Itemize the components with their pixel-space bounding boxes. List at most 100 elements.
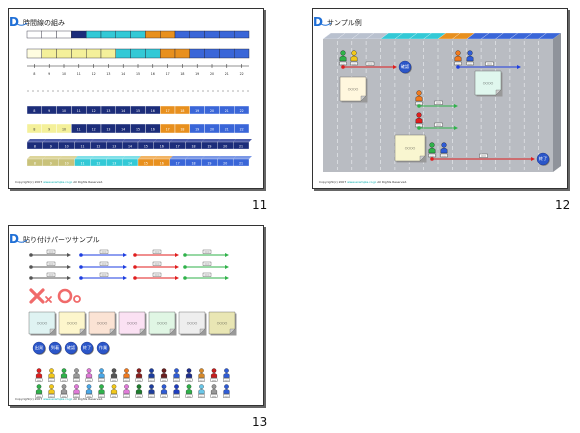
arrow-tag bbox=[46, 249, 56, 254]
name-tag bbox=[440, 153, 448, 158]
person-icon: ○○○ bbox=[339, 50, 347, 65]
name-tag-label: ○○○ bbox=[162, 380, 167, 382]
name-tag-label: ○○○ bbox=[468, 62, 473, 65]
person-body bbox=[85, 389, 93, 394]
person-body bbox=[466, 55, 474, 62]
name-tag-label: ○○○ bbox=[112, 380, 117, 382]
slide-title: サンプル例 bbox=[327, 19, 362, 27]
segment bbox=[115, 30, 131, 39]
name-tag-label: ○○○ bbox=[149, 396, 154, 398]
note-fold bbox=[79, 328, 86, 335]
arrow-dot bbox=[341, 65, 345, 69]
segment-top bbox=[42, 156, 62, 159]
segment bbox=[100, 48, 117, 59]
person-icon: ○○○ bbox=[466, 50, 474, 66]
name-tag bbox=[198, 394, 205, 398]
person-icon: ○○○ bbox=[185, 384, 193, 398]
person-icon: ○○○ bbox=[454, 50, 462, 65]
person-body bbox=[148, 373, 155, 378]
segment-label: 18 bbox=[180, 109, 184, 113]
person-body bbox=[73, 373, 80, 378]
person-body bbox=[48, 373, 55, 378]
segment bbox=[85, 30, 102, 39]
name-tag bbox=[48, 394, 55, 398]
name-tag bbox=[85, 378, 93, 382]
segment-top bbox=[27, 139, 46, 142]
person-icon: ○○○ bbox=[98, 384, 105, 398]
segment-label: 16 bbox=[151, 109, 155, 113]
person-body bbox=[160, 389, 168, 394]
segment-top bbox=[122, 139, 141, 142]
segment-label: 8 bbox=[34, 145, 36, 149]
segment-top bbox=[27, 156, 46, 159]
person-icon: ○○○ bbox=[185, 368, 193, 382]
badge-label: 到着 bbox=[51, 344, 59, 351]
person-icon: ○○○ bbox=[48, 384, 55, 398]
arrow-tag-label: ○○○ bbox=[102, 251, 107, 254]
person-head bbox=[36, 384, 42, 389]
name-tag bbox=[35, 378, 43, 382]
person-body bbox=[454, 55, 462, 62]
name-tag-label: ○○○ bbox=[212, 380, 217, 382]
segment bbox=[71, 48, 87, 59]
segment-label: 17 bbox=[166, 128, 170, 132]
name-tag-label: ○○○ bbox=[62, 396, 67, 398]
person-head bbox=[36, 368, 42, 373]
segment-label: 15 bbox=[136, 128, 140, 132]
segment-top bbox=[169, 139, 189, 142]
segment-top bbox=[153, 139, 173, 142]
person-icon: ○○○ bbox=[148, 368, 155, 382]
arrow-head bbox=[225, 265, 229, 269]
slide-12[interactable]: サンプル例 D ○○○○○○○○○確認○○○○○○○○○○○○○○○○○○○○○… bbox=[312, 8, 568, 189]
person-head bbox=[161, 384, 167, 389]
segment bbox=[130, 48, 146, 59]
person-head bbox=[61, 384, 67, 389]
arrow-head bbox=[454, 104, 458, 108]
segment-label: 13 bbox=[106, 109, 110, 113]
arrow-head bbox=[67, 253, 71, 257]
arrow-head bbox=[531, 157, 535, 161]
slide-13[interactable]: 貼り付けパーツサンプル D ○○○○○○○○○○○○○○○○○○○○○○○○○○… bbox=[8, 225, 264, 406]
name-tag-label: ○○○ bbox=[74, 380, 79, 382]
name-tag bbox=[198, 378, 205, 382]
segment-label: 17 bbox=[176, 162, 180, 166]
person-icon: ○○○ bbox=[135, 384, 143, 398]
person-head bbox=[211, 368, 217, 373]
person-body bbox=[60, 373, 68, 378]
person-body bbox=[198, 373, 205, 378]
segment bbox=[145, 48, 161, 59]
segment-top bbox=[90, 156, 110, 159]
arrow-tag-label: ○○○ bbox=[205, 274, 210, 277]
person-icon: ○○○ bbox=[85, 384, 93, 398]
name-tag bbox=[173, 394, 180, 398]
person-icon: ○○○ bbox=[35, 384, 43, 398]
person-icon: ○○○ bbox=[160, 384, 168, 398]
name-tag-label: ○○○ bbox=[99, 396, 104, 398]
arrow-tag-label: ○○○ bbox=[155, 251, 160, 254]
segment-label: 13 bbox=[112, 162, 116, 166]
slide-title: 貼り付けパーツサンプル bbox=[23, 236, 100, 244]
name-tag bbox=[98, 394, 105, 398]
name-tag-label: ○○○ bbox=[199, 380, 204, 382]
segment-top bbox=[201, 156, 221, 159]
segment-label: 16 bbox=[160, 162, 164, 166]
note-label: ○○○○ bbox=[127, 321, 138, 325]
segment bbox=[232, 141, 250, 150]
person-icon: ○○○ bbox=[123, 384, 130, 398]
name-tag bbox=[98, 378, 105, 382]
person-icon: ○○○ bbox=[110, 384, 118, 398]
arrow-dot bbox=[29, 253, 33, 257]
name-tag bbox=[466, 61, 474, 66]
name-tag-label: ○○○ bbox=[187, 380, 192, 382]
logo-icon: D bbox=[9, 232, 28, 246]
name-tag-label: ○○○ bbox=[99, 380, 104, 382]
segment-label: 10 bbox=[65, 145, 69, 149]
person-head bbox=[149, 368, 154, 373]
segment-label: 18 bbox=[191, 145, 195, 149]
segment-label: 14 bbox=[121, 109, 125, 113]
segment-label: 16 bbox=[160, 145, 164, 149]
segment-top bbox=[90, 139, 110, 142]
ruler-label: 10 bbox=[62, 72, 66, 76]
